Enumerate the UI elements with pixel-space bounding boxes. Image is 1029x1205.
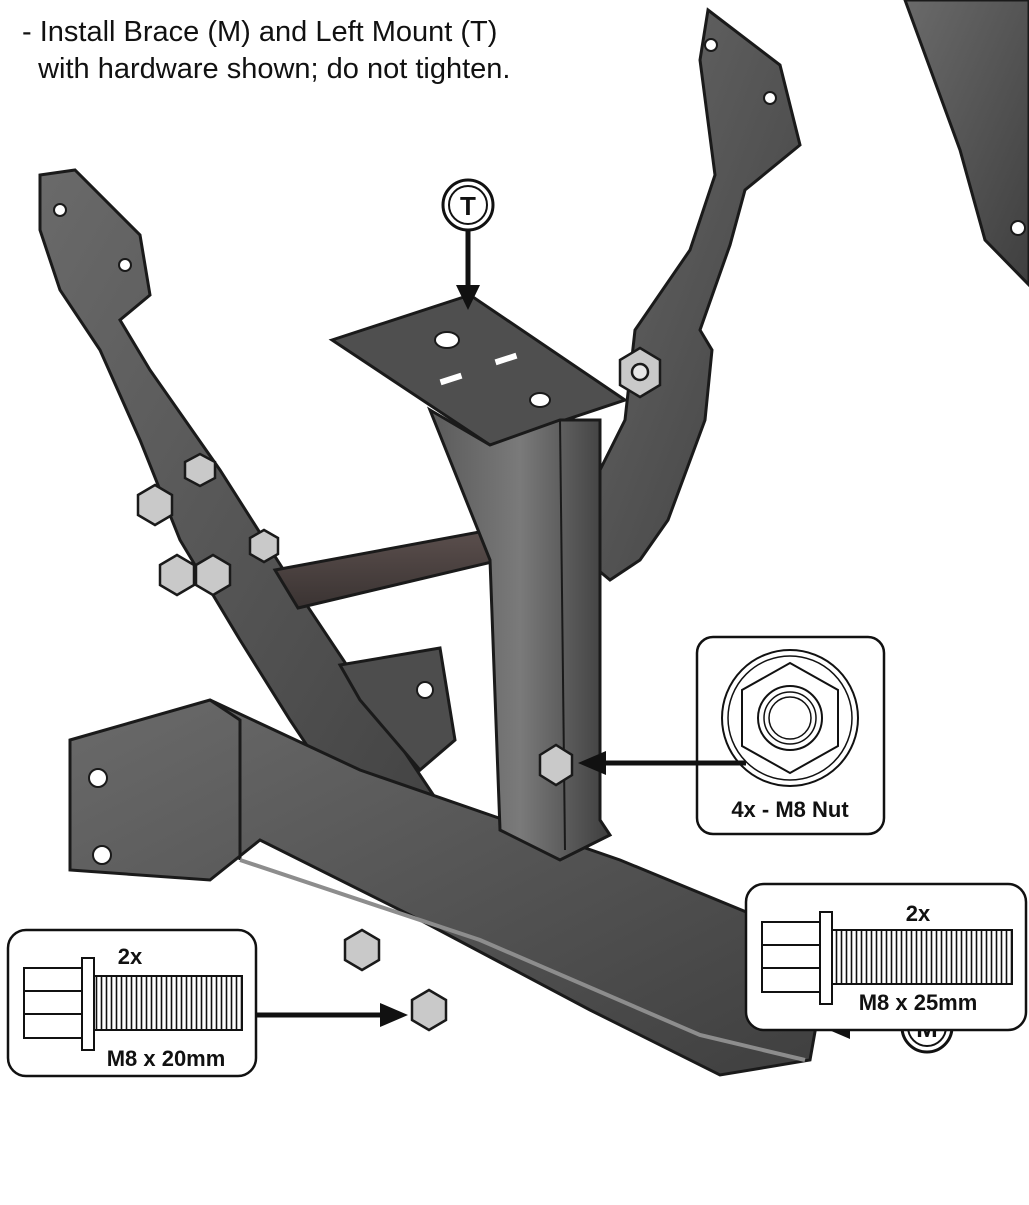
nut-hardware-box: 4x - M8 Nut <box>695 635 886 836</box>
mount-post <box>426 406 613 862</box>
nut-label: 4x - M8 Nut <box>731 797 849 822</box>
nut-right-arm <box>618 346 662 399</box>
instruction-text: - Install Brace (M) and Left Mount (T) w… <box>22 14 510 88</box>
brace-channel-edge <box>209 698 242 860</box>
rear-flange <box>337 646 457 773</box>
slot <box>494 352 518 366</box>
right-arm <box>578 7 802 582</box>
hole <box>92 845 112 865</box>
hole <box>416 681 434 699</box>
arrow-to-post-bolt <box>578 751 746 775</box>
arrow-to-base-bolt <box>256 1003 408 1027</box>
slot <box>439 372 463 386</box>
bolt-right-hardware-box: 2x M8 x 25mm <box>744 882 1028 1032</box>
bolt-left-qty: 2x <box>118 944 143 969</box>
bolt-left-size: M8 x 20mm <box>107 1046 226 1071</box>
bolt-post-bottom <box>538 743 574 787</box>
hole <box>529 392 551 408</box>
hole <box>88 768 108 788</box>
instruction-line-1: - Install Brace (M) and Left Mount (T) <box>22 16 498 48</box>
hole <box>704 38 718 52</box>
right-bracket-partial <box>903 0 1029 288</box>
hole <box>1010 220 1026 236</box>
callout-t-label: T <box>460 191 476 221</box>
bolt-heads-left-arm <box>136 452 448 1032</box>
callout-t: T <box>441 178 495 310</box>
hole <box>53 203 67 217</box>
brace-base <box>68 698 827 1077</box>
bolt-left-hardware-box: 2x M8 x 20mm <box>6 928 258 1078</box>
instruction-line-2: with hardware shown; do not tighten. <box>22 53 511 85</box>
bolt-20mm-icon <box>23 957 243 1051</box>
hole <box>763 91 777 105</box>
hole <box>118 258 132 272</box>
cross-bar <box>272 528 494 610</box>
brace-channel-line <box>239 858 806 1062</box>
bolt-right-size: M8 x 25mm <box>859 990 978 1015</box>
bolt-right-qty: 2x <box>906 901 931 926</box>
bolt-25mm-icon <box>761 911 1013 1005</box>
mount-top-plate <box>328 293 629 447</box>
hole <box>434 331 460 349</box>
